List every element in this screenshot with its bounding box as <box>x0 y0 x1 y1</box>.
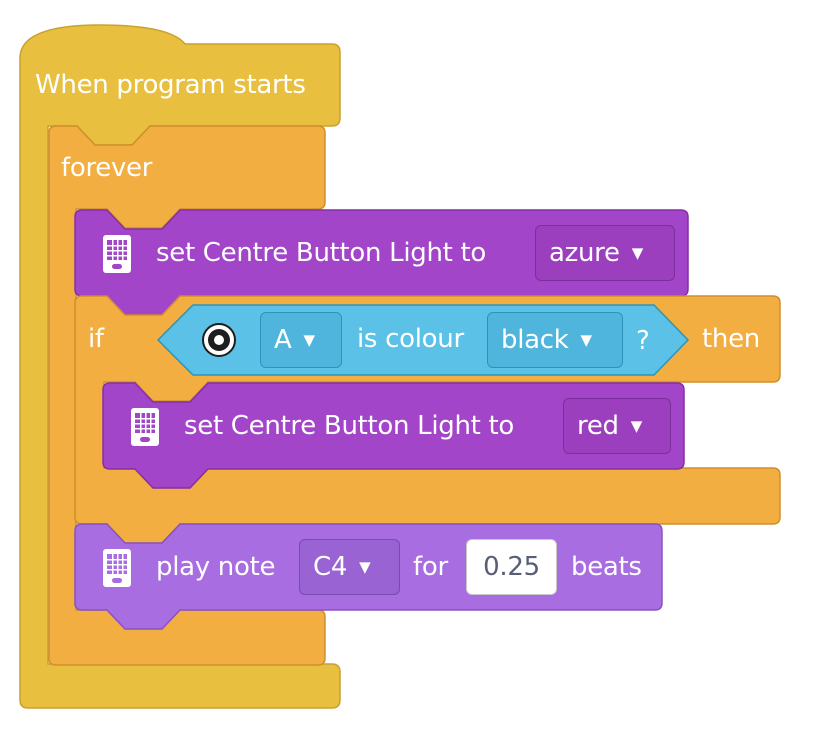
is-colour-label: is colour <box>357 324 464 354</box>
sensor-colour-dropdown[interactable]: black ▼ <box>487 312 623 368</box>
then-label: then <box>702 324 760 354</box>
if-label: if <box>88 324 104 354</box>
forever-block[interactable] <box>48 125 326 666</box>
beats-label: beats <box>571 552 642 582</box>
light-colour-dropdown[interactable]: red ▼ <box>563 398 671 454</box>
for-label: for <box>413 552 448 582</box>
color-sensor-icon <box>202 323 236 357</box>
set-light-label: set Centre Button Light to <box>184 411 515 441</box>
light-colour-value: red <box>577 411 619 441</box>
hub-icon <box>131 408 159 446</box>
note-value: C4 <box>313 552 348 582</box>
question-mark: ? <box>636 326 650 356</box>
chevron-down-icon: ▼ <box>359 558 371 576</box>
forever-label: forever <box>61 153 153 183</box>
light-colour-value: azure <box>549 238 620 268</box>
port-dropdown[interactable]: A ▼ <box>260 312 342 368</box>
beats-input[interactable]: 0.25 <box>466 539 557 595</box>
set-light-red-block[interactable] <box>102 382 685 489</box>
when-program-starts-block[interactable] <box>19 24 341 709</box>
when-program-starts-label: When program starts <box>35 70 306 100</box>
play-note-label: play note <box>156 552 276 582</box>
note-dropdown[interactable]: C4 ▼ <box>299 539 400 595</box>
port-value: A <box>274 325 292 355</box>
chevron-down-icon: ▼ <box>631 244 644 262</box>
chevron-down-icon: ▼ <box>580 331 593 349</box>
hub-icon <box>103 235 131 273</box>
sensor-colour-value: black <box>501 325 569 355</box>
set-light-label: set Centre Button Light to <box>156 238 487 268</box>
chevron-down-icon: ▼ <box>630 417 643 435</box>
hub-icon <box>103 549 131 587</box>
chevron-down-icon: ▼ <box>303 331 316 349</box>
light-colour-dropdown[interactable]: azure ▼ <box>535 225 675 281</box>
